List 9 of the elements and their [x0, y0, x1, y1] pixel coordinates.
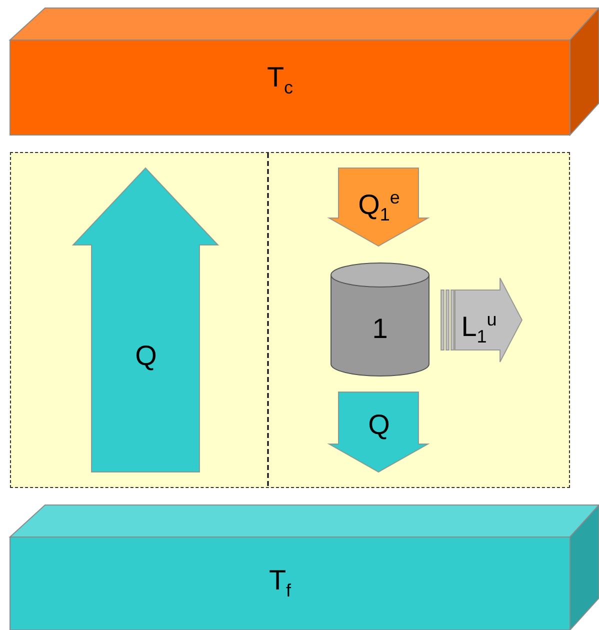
work-output-arrow [440, 278, 523, 362]
node-label: 1 [372, 315, 388, 343]
edge-label: Q [135, 342, 157, 370]
heat-flow-arrow [72, 167, 220, 472]
heat-input-arrow [327, 168, 430, 247]
node-label: T$_{f}$ [268, 566, 292, 600]
heat-output-arrow [327, 392, 430, 473]
node-label: T$_{c}$ [266, 64, 294, 96]
edge-label: Q [368, 411, 390, 439]
